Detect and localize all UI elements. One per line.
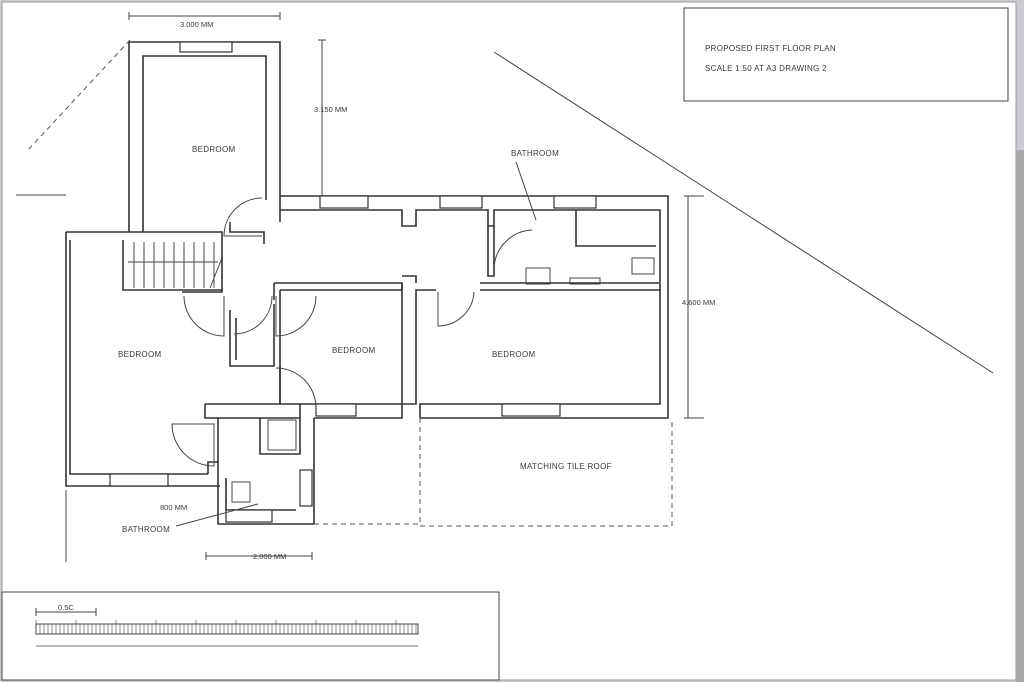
dim-top-height: 3.150 MM	[314, 105, 347, 114]
room-bedroom-right: BEDROOM	[492, 350, 535, 359]
windows	[109, 41, 597, 523]
right-edge-strip	[1016, 150, 1024, 682]
boundary-line	[493, 51, 994, 374]
room-bathroom-bottom: BATHROOM	[122, 525, 170, 534]
room-bedroom-top: BEDROOM	[192, 145, 235, 154]
scale-bar-ticks	[35, 620, 418, 647]
bathroom-top-leader	[515, 161, 537, 221]
title-line-2: SCALE 1:50 AT A3 DRAWING 2	[705, 64, 827, 73]
scale-bar: 0.5C	[1, 591, 500, 681]
dim-top-width: 3.000 MM	[180, 20, 213, 29]
dim-small: 800 MM	[160, 503, 187, 512]
staircase	[128, 242, 223, 289]
dimensions: 3.000 MM 3.150 MM 4.600 MM 2.000 MM 800 …	[65, 12, 715, 562]
walls	[65, 41, 669, 525]
door-swings	[171, 197, 533, 467]
fixtures	[231, 257, 655, 503]
roof-label: MATCHING TILE ROOF	[520, 462, 612, 471]
room-bedroom-middle: BEDROOM	[332, 346, 375, 355]
bathroom-bottom-leader	[175, 503, 259, 527]
room-bathroom-top: BATHROOM	[511, 149, 559, 158]
room-labels: BEDROOM BEDROOM BEDROOM BEDROOM BATHROOM…	[118, 145, 559, 534]
roof-area: MATCHING TILE ROOF	[314, 418, 673, 527]
left-dashed-diagonal	[27, 39, 131, 151]
scale-bar-label: 0.5C	[58, 603, 74, 612]
dim-bottom-width: 2.000 MM	[253, 552, 286, 561]
title-block: PROPOSED FIRST FLOOR PLAN SCALE 1:50 AT …	[683, 7, 1009, 102]
dim-right-height: 4.600 MM	[682, 298, 715, 307]
room-bedroom-left: BEDROOM	[118, 350, 161, 359]
title-line-1: PROPOSED FIRST FLOOR PLAN	[705, 44, 836, 53]
